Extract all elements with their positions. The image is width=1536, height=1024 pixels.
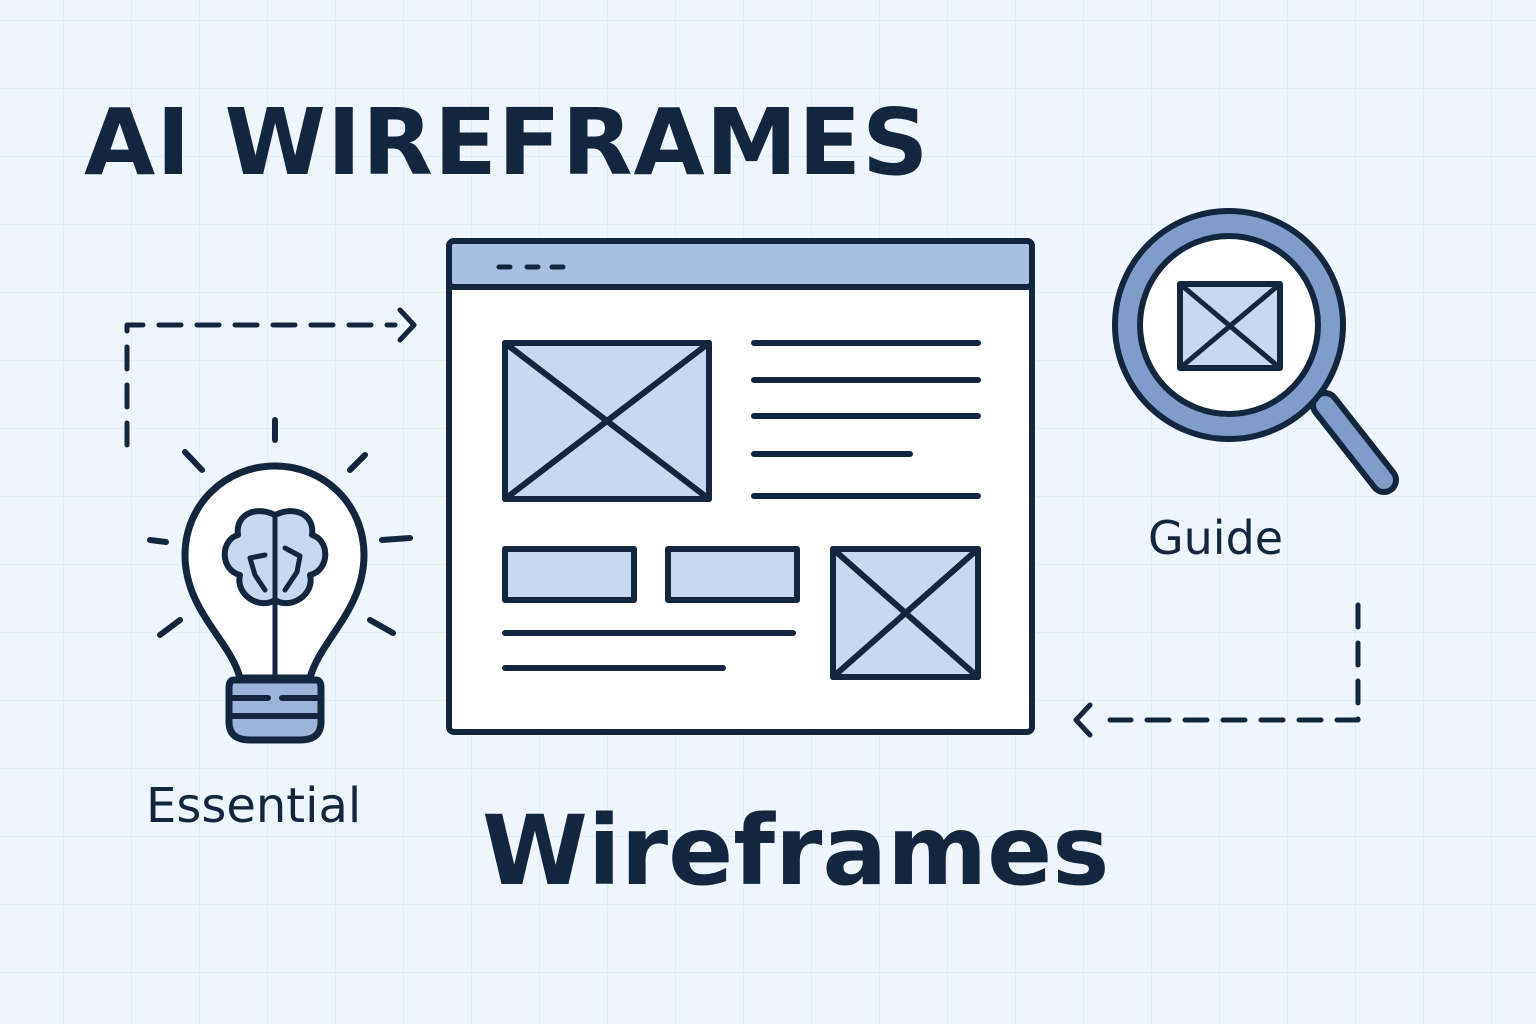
- subtitle: Wireframes: [482, 795, 1110, 907]
- magnifier-image-icon: [1112, 208, 1399, 495]
- browser-wireframe-icon: [446, 238, 1035, 735]
- essential-label: Essential: [146, 778, 362, 834]
- dashed-arrow-icon: [1073, 602, 1361, 738]
- lightbulb-brain-icon: [147, 417, 413, 744]
- page-title: AI WIREFRAMES: [84, 89, 930, 196]
- guide-label: Guide: [1148, 511, 1284, 565]
- dashed-arrow-icon: [124, 307, 417, 448]
